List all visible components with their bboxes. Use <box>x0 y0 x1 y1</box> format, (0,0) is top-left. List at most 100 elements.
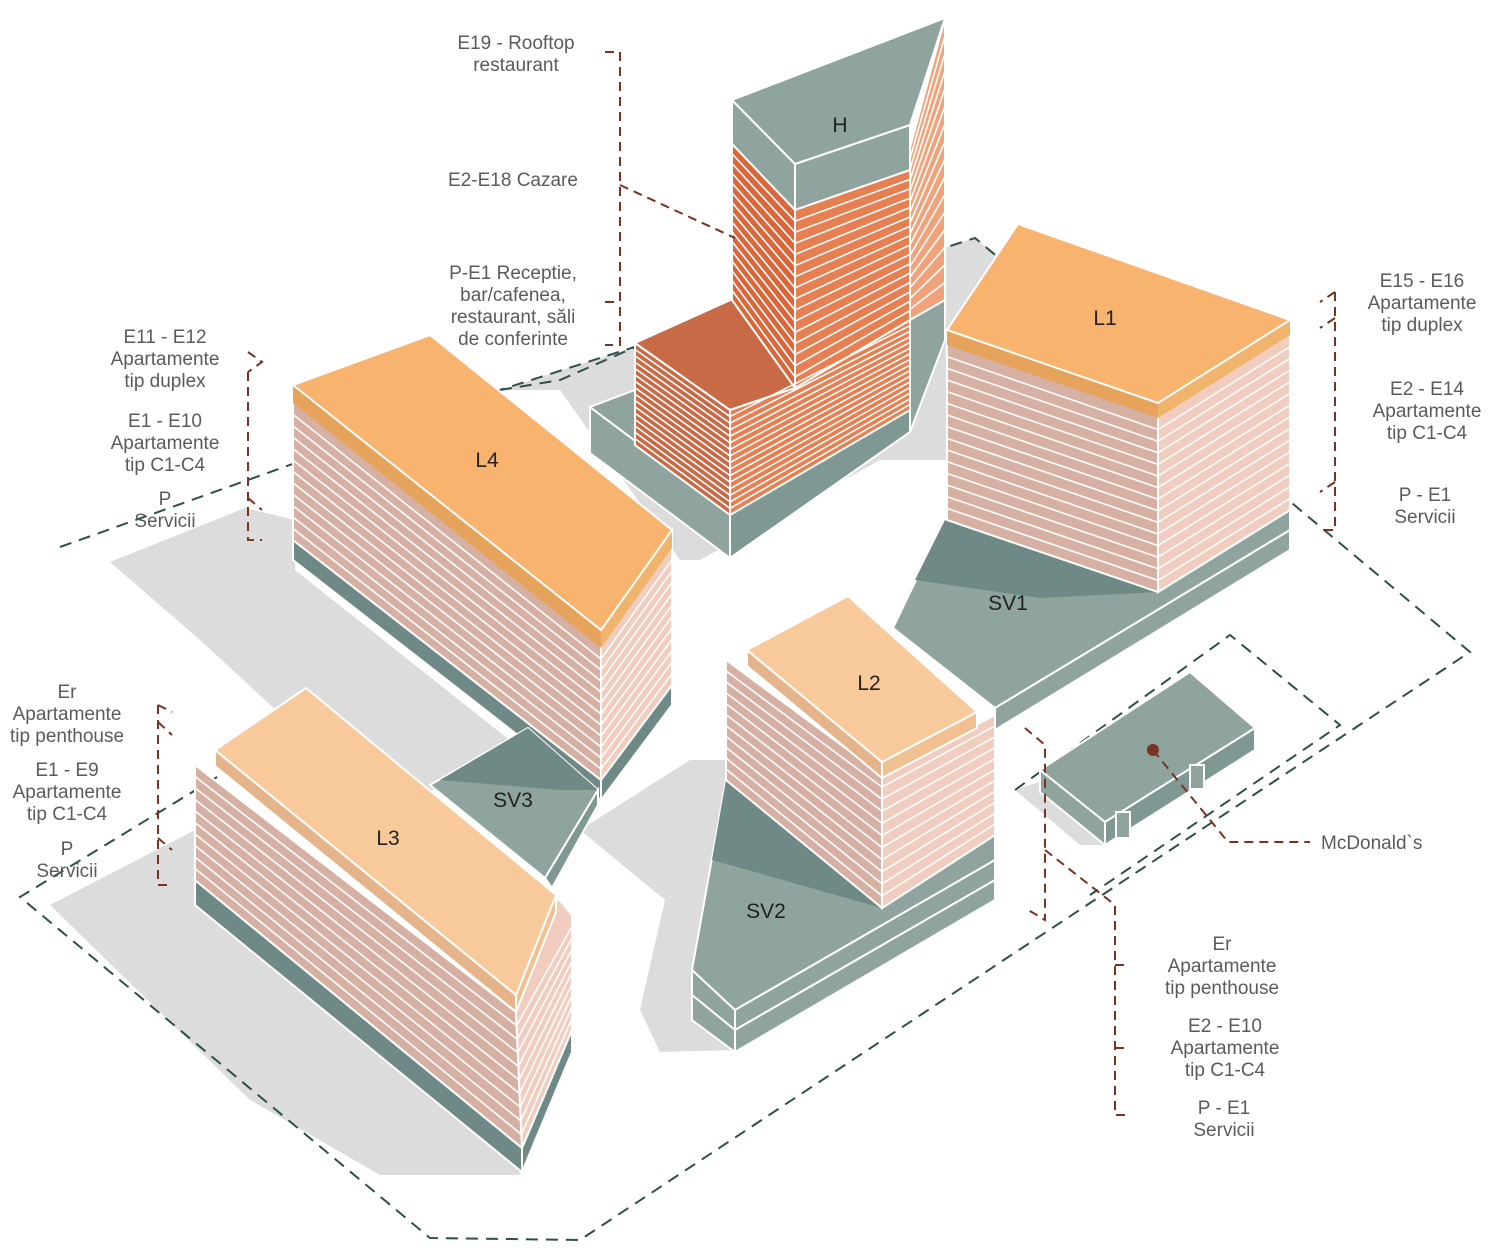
floor-line <box>946 414 1159 489</box>
floor-line <box>600 570 673 671</box>
floor-line <box>634 361 731 431</box>
floor-line <box>634 437 731 510</box>
floor-line <box>1157 474 1291 558</box>
l4-duplex-left <box>293 385 601 648</box>
floor-line <box>794 291 911 356</box>
floor-line <box>946 367 1159 442</box>
floor-line <box>194 787 518 1040</box>
l1-leader <box>1319 291 1336 531</box>
site-boundaries <box>18 236 1472 1242</box>
floor-line <box>881 757 996 825</box>
floor-line <box>731 241 796 322</box>
floor-line <box>292 527 602 770</box>
floor-line <box>634 406 731 477</box>
floor-line <box>634 348 731 418</box>
building-l2: L2 <box>725 594 996 911</box>
sv3-label: SV3 <box>493 789 533 812</box>
floor-line <box>634 418 731 490</box>
floor-line <box>1157 404 1291 489</box>
site-boundary-inner <box>499 344 641 391</box>
mcdonalds-entrance-2 <box>1189 764 1205 790</box>
floor-line <box>1157 427 1291 512</box>
floor-line <box>909 105 946 203</box>
floor-line <box>731 260 796 344</box>
floor-line <box>731 270 796 356</box>
mcdonalds-left <box>1039 767 1106 848</box>
floor-line <box>946 460 1159 535</box>
floor-line <box>794 188 911 233</box>
floor-line <box>946 379 1159 454</box>
floor-line <box>292 413 602 660</box>
floor-line <box>729 375 911 477</box>
floor-line <box>729 398 911 503</box>
floor-line <box>881 790 996 861</box>
floor-line <box>946 484 1159 558</box>
floor-line <box>1157 497 1291 582</box>
floor-line <box>881 736 996 800</box>
l1-label: L1 <box>1093 307 1116 330</box>
floor-line <box>292 493 602 737</box>
floor-line <box>600 616 673 715</box>
h-floor-lines <box>634 35 946 510</box>
floor-line <box>729 369 911 470</box>
l3-label: L3 <box>376 827 399 850</box>
floor-line <box>731 211 796 289</box>
l2-leader <box>1024 727 1130 1116</box>
floor-line <box>794 253 911 311</box>
floor-line <box>520 1018 573 1135</box>
l2-floor-lines <box>725 670 996 897</box>
floor-line <box>725 746 883 873</box>
floor-line <box>634 386 731 457</box>
l4-floor-lines <box>292 413 673 770</box>
floor-line <box>794 206 911 256</box>
floor-line <box>881 812 996 885</box>
floor-line <box>731 221 796 300</box>
floor-line <box>600 661 673 759</box>
l4-leader <box>247 351 264 541</box>
site-boundary-main <box>18 236 1472 1242</box>
floor-line <box>725 757 883 885</box>
floor-line <box>794 263 911 322</box>
floor-line <box>600 638 673 737</box>
floor-line <box>194 810 519 1068</box>
floor-line <box>731 172 796 244</box>
building-sv1: SV1 <box>891 508 1291 732</box>
l2-label: L2 <box>857 672 880 695</box>
floor-line <box>731 201 796 278</box>
floor-line <box>731 289 796 378</box>
floor-line <box>731 162 796 233</box>
floor-line <box>881 768 996 837</box>
floor-line <box>909 229 946 278</box>
sv2-shadow <box>712 780 882 908</box>
floor-line <box>634 374 731 444</box>
floor-line <box>517 949 573 1054</box>
floor-line <box>194 775 518 1027</box>
l2-roof <box>745 594 979 764</box>
floor-line <box>634 431 731 503</box>
floor-line <box>729 336 911 431</box>
floor-line <box>909 35 946 159</box>
floor-line <box>731 231 796 311</box>
floor-line <box>634 425 731 496</box>
floor-line <box>729 358 911 457</box>
floor-line <box>729 347 911 444</box>
floor-line <box>1157 485 1291 570</box>
sv2-label: SV2 <box>746 900 786 923</box>
floor-line <box>517 960 573 1067</box>
mcdonalds-shadow <box>1015 780 1105 845</box>
floor-line <box>881 747 996 812</box>
floor-line <box>194 856 522 1122</box>
floor-line <box>725 703 883 824</box>
floor-line <box>946 437 1159 512</box>
floor-line <box>946 402 1159 477</box>
